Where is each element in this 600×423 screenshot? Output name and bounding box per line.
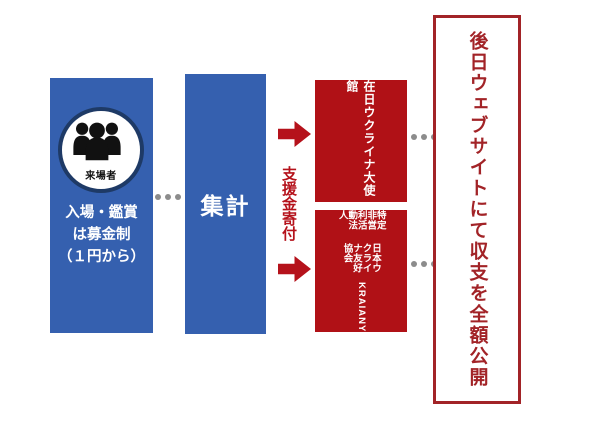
embassy-box: 在日ウクライナ大使館 (315, 80, 407, 202)
donation-label-text: 支援金寄付 (280, 165, 297, 241)
embassy-label: 在日ウクライナ大使館 (345, 80, 376, 197)
visitors-avatar: 来場者 (58, 107, 144, 193)
connector-dots-visitors-tally (155, 194, 181, 200)
npo-label: 特定非営利活動法人 日本ウクライナ友好協会 KRAIANY (336, 210, 386, 332)
tally-label: 集計 (200, 193, 251, 219)
disclosure-box: 後日ウェブサイトにて収支を全額公開 (433, 15, 521, 404)
npo-label-line-2: 日本ウクライナ友好協会 (341, 242, 382, 273)
donation-arrow-top-icon (278, 121, 311, 147)
donation-arrow-bottom-icon (278, 256, 311, 282)
npo-label-line-1: 特定非営利活動法人 (336, 210, 386, 230)
npo-label-line-3: KRAIANY (355, 281, 367, 332)
disclosure-label: 後日ウェブサイトにて収支を全額公開 (466, 31, 488, 388)
people-icon (73, 122, 121, 161)
visitors-caption-line-2: は募金制 (72, 227, 131, 243)
visitors-caption-line-1: 入場・鑑賞 (65, 205, 138, 221)
visitors-avatar-label: 来場者 (85, 171, 117, 182)
visitors-caption: 入場・鑑賞 は募金制 （１円から） (50, 202, 153, 268)
npo-box: 特定非営利活動法人 日本ウクライナ友好協会 KRAIANY (315, 210, 407, 332)
visitors-box: 来場者 入場・鑑賞 は募金制 （１円から） (50, 78, 153, 333)
tally-box: 集計 (185, 74, 266, 334)
visitors-caption-line-3: （１円から） (58, 249, 145, 265)
donation-label: 支援金寄付 (272, 162, 305, 244)
